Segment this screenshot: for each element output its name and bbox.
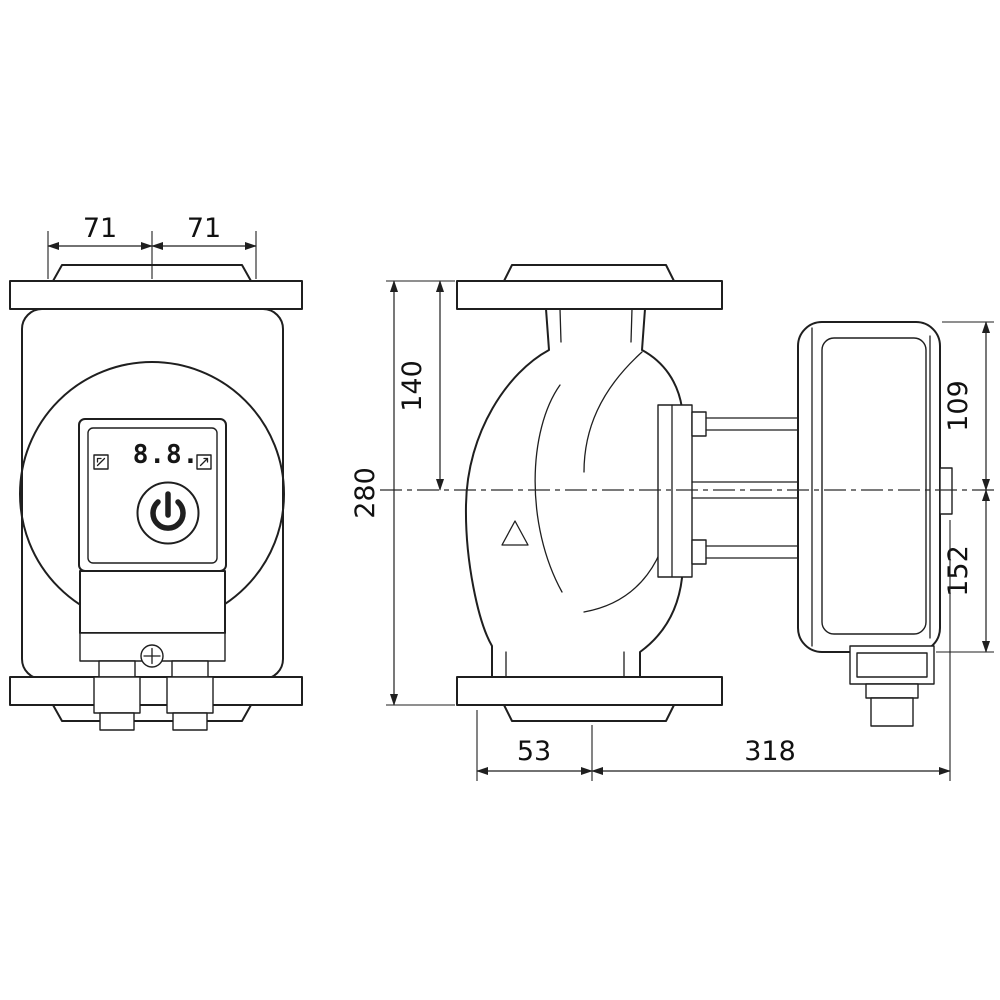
dim-label-318: 318	[744, 736, 796, 767]
front-view: 8.8.	[9, 213, 303, 731]
led-display: 8.8.	[133, 440, 200, 470]
front-bottom-flange	[9, 676, 303, 722]
dim-label-109: 109	[943, 380, 974, 432]
dim-label-140: 140	[397, 360, 428, 412]
cable-gland-side	[865, 683, 919, 727]
dimension-axis-to-motor-end: 318	[591, 520, 951, 781]
dimension-axis-to-motor-top: 109	[942, 321, 994, 491]
screw-icon	[140, 644, 164, 668]
control-module: 8.8.	[78, 418, 227, 572]
dimension-front-flange: 71 71	[47, 213, 257, 279]
cable-gland-left	[93, 660, 141, 731]
button-left-icon	[93, 454, 109, 470]
motor-adapter	[657, 404, 801, 578]
dim-label-152: 152	[943, 545, 974, 597]
dimension-flange-to-axis: 140	[397, 280, 445, 491]
pump-volute	[464, 308, 683, 678]
cable-gland-right	[166, 660, 214, 731]
dim-label-280: 280	[350, 467, 381, 519]
button-right-icon	[196, 454, 212, 470]
stud-top	[705, 417, 801, 431]
dim-label-71-right: 71	[187, 213, 221, 244]
front-top-flange	[9, 264, 303, 310]
motor-housing	[797, 321, 953, 653]
stud-bottom	[705, 545, 801, 559]
dim-label-71-left: 71	[83, 213, 117, 244]
dimension-axis-to-port-face: 53	[476, 710, 593, 781]
dimension-overall-height: 280	[350, 280, 455, 706]
terminal-box-front	[79, 570, 226, 668]
terminal-box-side	[849, 645, 935, 685]
side-view: 280 140 109 152 53 318	[350, 264, 996, 781]
control-knob	[136, 481, 200, 545]
dimension-axis-to-motor-bottom: 152	[936, 489, 994, 653]
side-top-flange	[456, 264, 723, 310]
dim-label-53: 53	[517, 736, 551, 767]
side-bottom-flange	[456, 676, 723, 722]
flow-direction-icon	[501, 520, 529, 546]
pump-shaft	[691, 481, 801, 499]
power-symbol-icon	[150, 499, 186, 531]
bearing-cap	[939, 467, 953, 515]
